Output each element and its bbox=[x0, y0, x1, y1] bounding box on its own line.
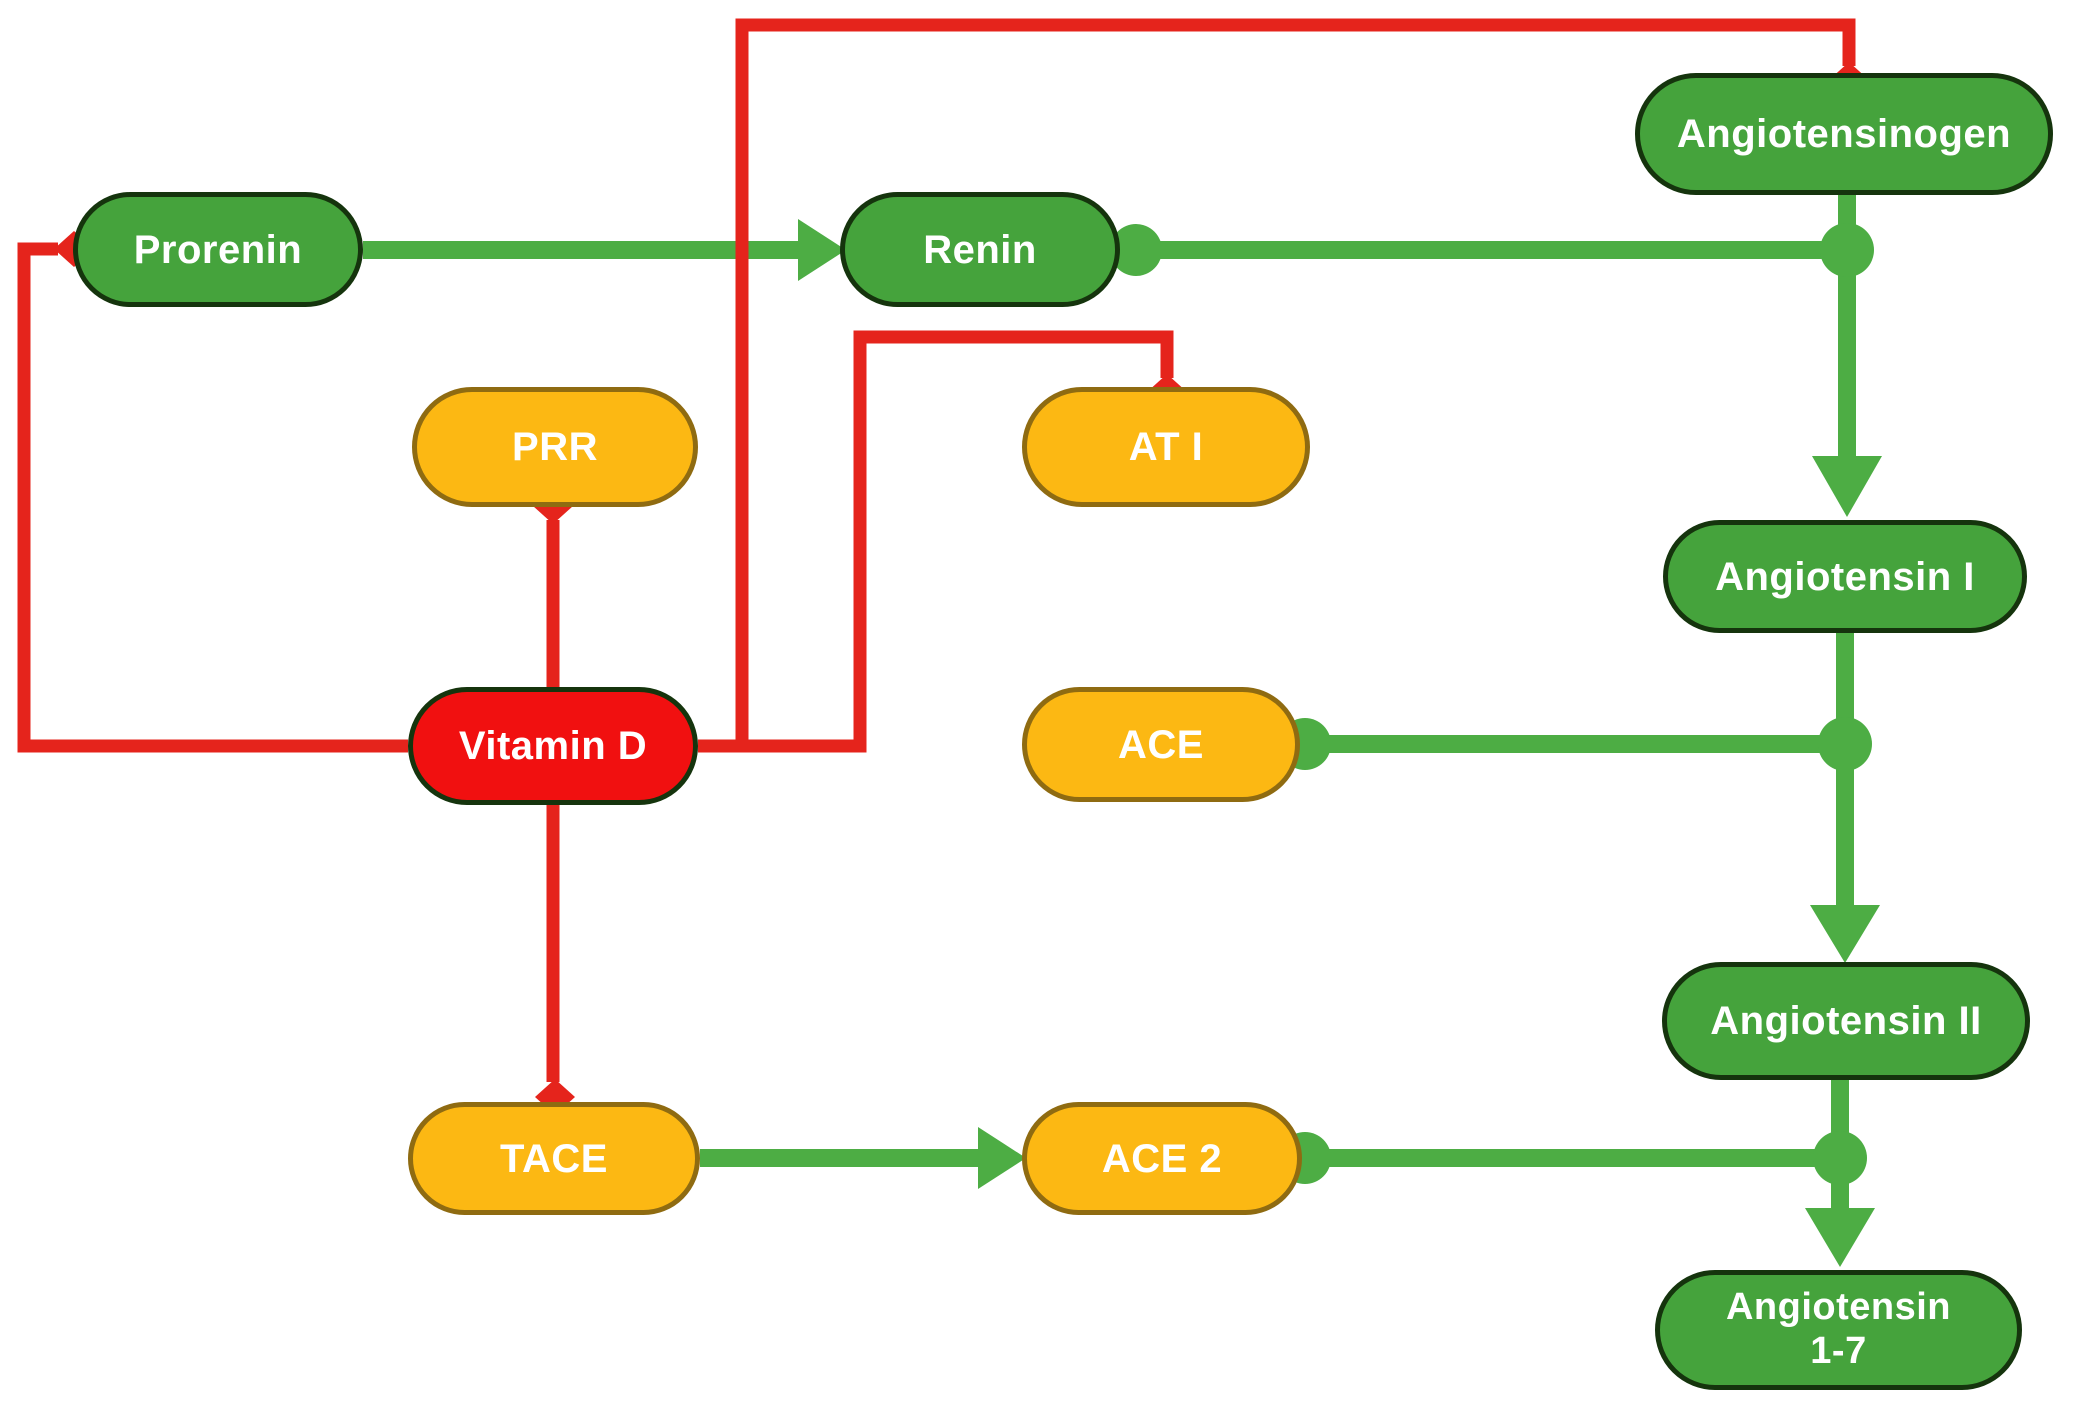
edge-angiotensin-i-to-angiotensin-ii bbox=[1810, 633, 1880, 963]
edge-tace-to-ace-2 bbox=[700, 1127, 1026, 1189]
node-at-i: AT I bbox=[1022, 387, 1310, 507]
node-prorenin: Prorenin bbox=[73, 192, 363, 307]
node-angiotensin-1-7: Angiotensin 1-7 bbox=[1655, 1270, 2022, 1390]
edge-prorenin-to-renin bbox=[363, 219, 846, 281]
node-angiotensin-ii: Angiotensin II bbox=[1662, 962, 2030, 1080]
edge-vitamin-d-inhibits-prorenin bbox=[17, 231, 408, 753]
arrowhead-right-icon bbox=[978, 1127, 1026, 1189]
edge-vitamin-d-inhibits-prr bbox=[533, 488, 573, 687]
node-angiotensinogen: Angiotensinogen bbox=[1635, 73, 2053, 195]
edge-angiotensinogen-to-angiotensin-i bbox=[1812, 195, 1882, 517]
node-vitamin-d: Vitamin D bbox=[408, 687, 698, 805]
node-ace: ACE bbox=[1022, 687, 1300, 802]
arrowhead-down-icon bbox=[1812, 456, 1882, 517]
edge-angiotensin-ii-to-angiotensin-1-7 bbox=[1805, 1080, 1875, 1267]
arrowhead-down-icon bbox=[1810, 905, 1880, 963]
node-tace: TACE bbox=[408, 1102, 700, 1215]
edge-ace-2-to-angiotensin-ii-junction bbox=[1279, 1132, 1840, 1184]
node-angiotensin-i: Angiotensin I bbox=[1663, 520, 2027, 633]
node-renin: Renin bbox=[840, 192, 1120, 307]
node-prr: PRR bbox=[412, 387, 698, 507]
junction-dot-icon bbox=[1820, 223, 1874, 277]
arrowhead-down-icon bbox=[1805, 1208, 1875, 1267]
edge-ace-to-angiotensin-i-junction bbox=[1279, 718, 1845, 770]
edge-renin-to-angiotensinogen-junction bbox=[1110, 224, 1847, 276]
edge-vitamin-d-inhibits-tace bbox=[535, 805, 575, 1115]
arrowhead-right-icon bbox=[798, 219, 846, 281]
node-ace-2: ACE 2 bbox=[1022, 1102, 1302, 1215]
catalysis-dot-icon bbox=[1110, 224, 1162, 276]
